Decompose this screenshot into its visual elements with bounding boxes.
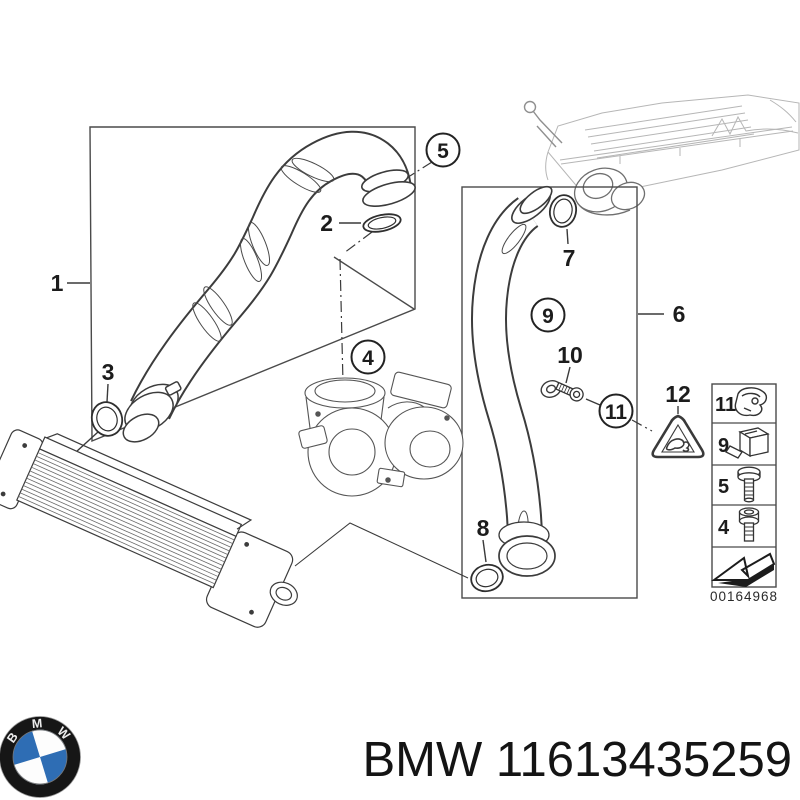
legend-4-label: 4 bbox=[718, 517, 730, 539]
charge-air-hose-upper bbox=[122, 130, 416, 443]
callout-4-label: 4 bbox=[362, 347, 374, 370]
forward-direction-arrow-icon bbox=[710, 552, 776, 587]
throttle-body bbox=[573, 167, 646, 216]
callout-2-label: 2 bbox=[320, 210, 333, 236]
drawing-number: 00164968 bbox=[710, 589, 778, 604]
cage-nut-icon bbox=[725, 427, 770, 459]
callout-9-circle bbox=[530, 297, 566, 333]
callout-11-circle bbox=[598, 393, 634, 429]
gasket-ring-7 bbox=[548, 194, 578, 228]
o-ring-8 bbox=[470, 563, 504, 593]
callout-1-label: 1 bbox=[51, 270, 64, 296]
callout-4-circle bbox=[350, 339, 386, 375]
legend-box: 11 9 5 bbox=[710, 383, 777, 588]
legend-row: 5 bbox=[718, 466, 761, 503]
circled-callout-numbers: 5 4 9 11 bbox=[362, 140, 627, 424]
callout-12-label: 12 bbox=[665, 381, 691, 407]
intercooler bbox=[0, 429, 298, 628]
bmw-logo: B M W bbox=[0, 716, 81, 798]
legend-5-label: 5 bbox=[718, 476, 729, 498]
legend-9-label: 9 bbox=[718, 435, 729, 457]
callout-5-label: 5 bbox=[437, 140, 449, 163]
hose-bellows-joints bbox=[192, 157, 335, 342]
callout-9-label: 9 bbox=[542, 305, 554, 328]
logo-letter-m: M bbox=[31, 716, 43, 731]
marten-glyph bbox=[665, 438, 690, 453]
callout-11-label: 11 bbox=[605, 401, 628, 424]
leader-lines bbox=[67, 222, 679, 579]
seal-ring-3 bbox=[90, 401, 124, 437]
engine-bracket-arm bbox=[523, 100, 563, 148]
callout-3-label: 3 bbox=[102, 359, 115, 385]
legend-row: 4 bbox=[718, 507, 760, 542]
legend-row: 11 bbox=[715, 387, 767, 417]
callout-8-label: 8 bbox=[477, 515, 490, 541]
hose-clamp bbox=[122, 381, 182, 443]
retaining-clip-icon bbox=[734, 387, 767, 417]
callout-labels: 1 2 3 6 7 8 10 12 bbox=[51, 210, 691, 541]
socket-head-bolt-icon bbox=[738, 507, 760, 542]
hex-flange-bolt-icon bbox=[737, 466, 761, 503]
warning-triangle-12 bbox=[651, 414, 705, 459]
callout-6-label: 6 bbox=[673, 301, 686, 327]
callout-7-label: 7 bbox=[563, 245, 576, 271]
engine-silhouette bbox=[545, 94, 800, 197]
group-1-box bbox=[89, 126, 416, 443]
circled-callouts bbox=[350, 132, 634, 429]
callout-5-circle bbox=[425, 132, 461, 168]
turbocharger bbox=[298, 371, 464, 497]
legend-row: 9 bbox=[718, 427, 770, 459]
hose-end-flange bbox=[360, 169, 416, 207]
charge-air-pipe bbox=[470, 185, 562, 577]
pipe-bottom-opening bbox=[498, 521, 556, 577]
sensor-boss bbox=[540, 380, 562, 398]
part-number-caption: BMW 11613435259 bbox=[363, 733, 793, 787]
pipe-top-flange bbox=[511, 185, 553, 225]
boost-sensor-10 bbox=[555, 381, 584, 402]
legend-11-label: 11 bbox=[715, 394, 736, 416]
callout-10-label: 10 bbox=[557, 342, 583, 368]
o-ring-2 bbox=[362, 213, 402, 233]
